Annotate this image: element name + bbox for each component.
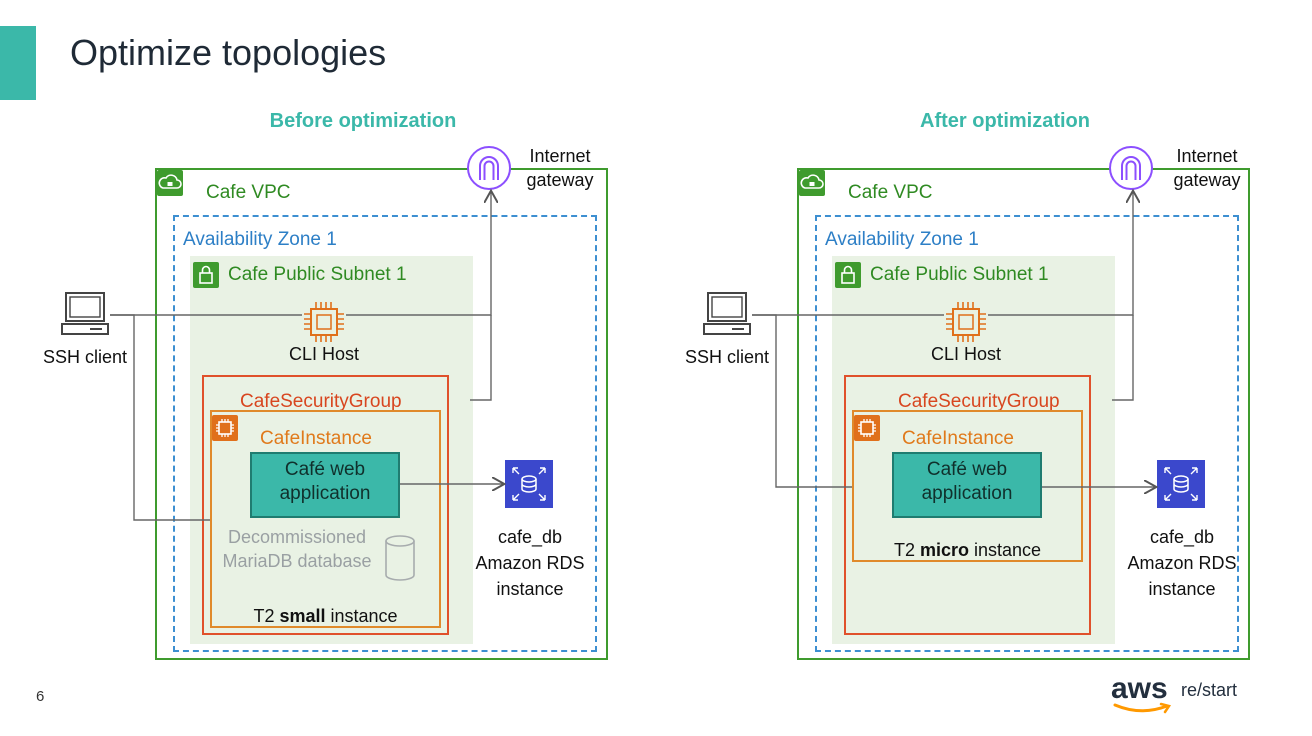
cpu-chip-icon	[946, 302, 986, 342]
az-box	[815, 215, 1239, 652]
before-diagram: Cafe VPC Availability Zone 1 Cafe Public…	[30, 140, 650, 680]
rds-label: cafe_db Amazon RDS instance	[1127, 527, 1237, 599]
cpu-chip-icon	[304, 302, 344, 342]
subnet-label: Cafe Public Subnet 1	[870, 264, 1049, 285]
page-number: 6	[36, 688, 45, 705]
instance-label: CafeInstance	[260, 428, 372, 449]
before-heading: Before optimization	[269, 110, 457, 132]
internet-gateway-label: Internet gateway	[1173, 146, 1241, 190]
az-label: Availability Zone 1	[825, 229, 979, 250]
slide-title: Optimize topologies	[70, 32, 387, 73]
cloud-lock-icon	[799, 170, 825, 196]
rds-icon	[505, 460, 553, 508]
aws-smile-icon	[1113, 702, 1172, 714]
instance-box	[210, 410, 441, 628]
internet-gateway-icon	[1109, 146, 1153, 190]
rds-icon	[1157, 460, 1205, 508]
connection-lines	[110, 140, 650, 521]
vpc-box	[797, 168, 1250, 660]
instance-type-label: T2 small instance	[253, 606, 398, 626]
app-box: Café web application	[892, 452, 1042, 518]
database-icon	[385, 535, 415, 581]
az-label: Availability Zone 1	[183, 229, 337, 250]
after-diagram: Cafe VPC Availability Zone 1 Cafe Public…	[672, 140, 1292, 680]
app-box: Café web application	[250, 452, 400, 518]
app-label: Café web application	[921, 459, 1013, 504]
connection-lines	[752, 140, 1292, 680]
instance-type-label: T2 micro instance	[893, 540, 1042, 560]
cloud-lock-icon	[157, 170, 183, 196]
security-group-label: CafeSecurityGroup	[240, 391, 402, 412]
rds-label: cafe_db Amazon RDS instance	[475, 527, 585, 599]
app-label: Café web application	[279, 459, 371, 504]
chip-icon	[212, 415, 238, 441]
vpc-label: Cafe VPC	[206, 182, 291, 203]
subnet-label: Cafe Public Subnet 1	[228, 264, 407, 285]
decommissioned-label: Decommissioned MariaDB database	[222, 527, 372, 571]
cli-host-label: CLI Host	[930, 344, 1002, 364]
instance-label: CafeInstance	[902, 428, 1014, 449]
security-group-label: CafeSecurityGroup	[898, 391, 1060, 412]
ssh-client-label: SSH client	[684, 347, 770, 367]
restart-label: re/start	[1181, 680, 1238, 700]
laptop-icon	[61, 292, 109, 335]
instance-box	[852, 410, 1083, 562]
vpc-label: Cafe VPC	[848, 182, 933, 203]
chip-icon	[854, 415, 880, 441]
aws-logo-text: aws	[1111, 672, 1168, 705]
cli-host-label: CLI Host	[288, 344, 360, 364]
aws-restart-logo: aws re/start	[1111, 672, 1261, 718]
laptop-icon	[703, 292, 751, 335]
az-box	[173, 215, 597, 652]
accent-bar	[0, 26, 36, 100]
padlock-icon	[193, 262, 219, 288]
security-group-box	[202, 375, 449, 635]
internet-gateway-label: Internet gateway	[526, 146, 594, 190]
ssh-client-label: SSH client	[42, 347, 128, 367]
padlock-icon	[835, 262, 861, 288]
vpc-box	[155, 168, 608, 660]
after-heading: After optimization	[920, 110, 1090, 132]
security-group-box	[844, 375, 1091, 635]
